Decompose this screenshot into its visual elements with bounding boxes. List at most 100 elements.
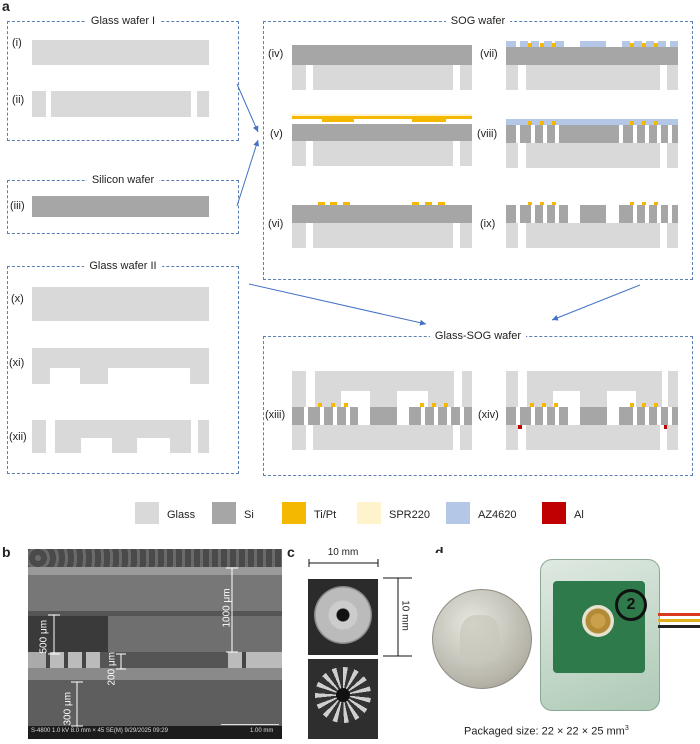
glass-layer	[667, 65, 678, 90]
glass-layer	[292, 425, 306, 450]
glass-layer	[580, 391, 607, 407]
glass-layer	[667, 223, 678, 248]
glass-layer	[667, 425, 678, 450]
trench	[645, 125, 649, 143]
glass-layer	[315, 371, 454, 391]
glass-layer	[526, 65, 660, 90]
trench	[668, 407, 672, 425]
trench	[645, 205, 649, 223]
glass-layer	[292, 65, 306, 90]
chip-width-label: 10 mm	[313, 547, 373, 558]
trench	[346, 407, 350, 425]
package-port	[582, 605, 614, 637]
legend-label-glass: Glass	[167, 509, 195, 521]
glass-layer	[292, 371, 306, 407]
trench	[421, 407, 425, 425]
trench	[531, 125, 535, 143]
trench	[619, 125, 623, 143]
glass-wafer-1-group: Glass wafer I	[7, 21, 239, 141]
sem-mid-glass	[108, 616, 282, 652]
silicon-layer	[292, 45, 472, 65]
glass-layer	[112, 438, 137, 453]
glass-layer	[292, 223, 306, 248]
step-label: (vii)	[480, 48, 498, 60]
trench	[516, 407, 520, 425]
glass-layer	[506, 65, 518, 90]
coin-flower	[460, 615, 500, 661]
trench	[304, 407, 308, 425]
glass-layer	[197, 91, 209, 117]
sem-scale-bar	[221, 724, 279, 725]
legend-swatch-tipt	[282, 502, 306, 524]
trench	[555, 125, 559, 143]
glass-layer	[190, 368, 209, 384]
glass-layer	[370, 391, 397, 407]
package-photo: 2	[420, 553, 700, 723]
legend-label-al: Al	[574, 509, 584, 521]
arrow-glass2-to-glass-sog	[249, 284, 426, 324]
glass-layer	[32, 91, 46, 117]
glass-layer	[460, 425, 472, 450]
glass-layer	[506, 371, 518, 407]
arrow-glass1-to-sog	[237, 84, 258, 132]
package-marking: 2	[615, 589, 647, 621]
sem-si-layer	[28, 652, 282, 668]
sem-label-1000: 1000 μm	[222, 584, 233, 628]
trench	[668, 125, 672, 143]
step-label: (xiv)	[478, 409, 499, 421]
chip-height-label: 10 mm	[400, 596, 411, 636]
trench	[531, 407, 535, 425]
glass-layer	[55, 420, 191, 438]
glass-layer	[668, 371, 678, 407]
glass-layer	[527, 371, 662, 391]
package-caption-sup: 3	[625, 725, 629, 732]
sem-footer-text: S-4800 1.0 kV 8.0 mm × 45 SE(M) 9/29/202…	[31, 728, 168, 734]
step-label: (iii)	[10, 200, 25, 212]
silicon-layer	[292, 407, 472, 425]
trench	[434, 407, 438, 425]
trench	[397, 407, 409, 425]
legend-label-tipt: Ti/Pt	[314, 509, 336, 521]
glass-layer	[526, 223, 660, 248]
sem-top-glass	[28, 575, 282, 611]
trench	[320, 407, 324, 425]
trench	[460, 407, 464, 425]
glass-layer	[526, 425, 660, 450]
chip-top-disc	[314, 586, 372, 644]
trench	[543, 125, 547, 143]
glass-layer	[506, 425, 518, 450]
sem-scale-text: 1.00 mm	[250, 728, 273, 734]
glass-layer	[32, 287, 209, 321]
legend-label-spr220: SPR220	[389, 509, 430, 521]
trench	[606, 205, 619, 223]
step-label: (vi)	[268, 218, 283, 230]
sem-top-texture	[28, 549, 282, 567]
trench	[657, 407, 661, 425]
glass-layer	[292, 141, 306, 166]
tipt-layer	[412, 119, 446, 122]
trench	[543, 407, 547, 425]
glass-layer	[506, 143, 518, 168]
trench	[516, 125, 520, 143]
step-label: (iv)	[268, 48, 283, 60]
step-label: (x)	[11, 293, 24, 305]
silicon-layer	[32, 196, 209, 217]
glass-wafer-2-title: Glass wafer II	[84, 260, 161, 272]
arrow-silicon-to-sog	[237, 140, 258, 206]
legend-swatch-al	[542, 502, 566, 524]
trench	[568, 407, 580, 425]
glass-layer	[80, 368, 108, 384]
trench	[645, 407, 649, 425]
panel-letter-b: b	[2, 544, 11, 560]
trench	[543, 205, 547, 223]
trench	[633, 125, 637, 143]
glass-wafer-1-title: Glass wafer I	[86, 15, 160, 27]
legend-swatch-si	[212, 502, 236, 524]
step-label: (i)	[12, 37, 22, 49]
glass-layer	[506, 223, 518, 248]
trench	[633, 205, 637, 223]
legend-label-az4620: AZ4620	[478, 509, 517, 521]
wire-black	[658, 625, 700, 628]
legend-swatch-az4620	[446, 502, 470, 524]
glass-layer	[51, 91, 191, 117]
